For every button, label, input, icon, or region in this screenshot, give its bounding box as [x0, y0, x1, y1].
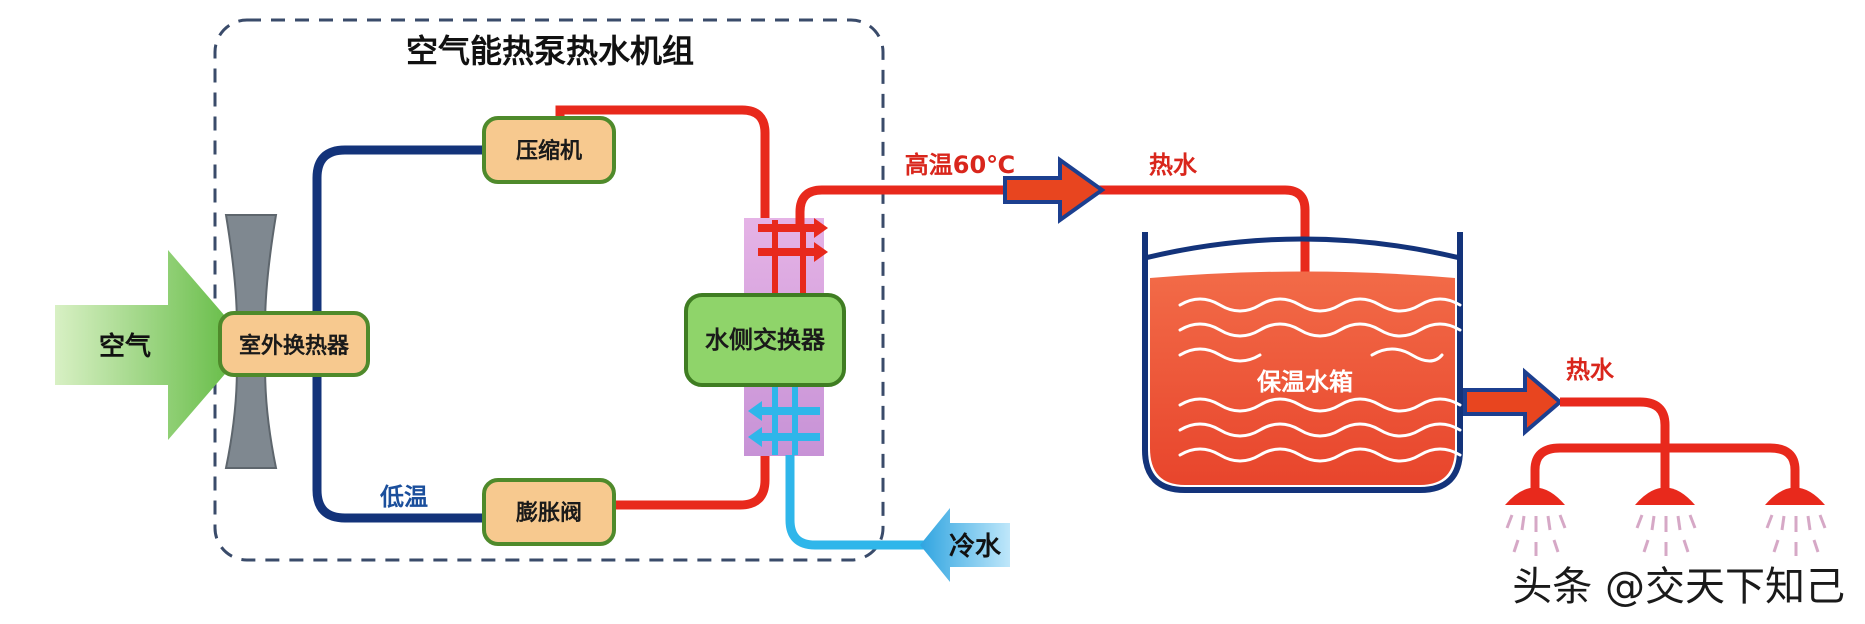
hot-water-out-label: 热水: [1566, 356, 1615, 384]
shower-head-icon: [1505, 487, 1567, 556]
hot-water-outlet-pipe: [795, 185, 1310, 285]
expansion-valve-box: [482, 478, 616, 546]
cold-flow-arrows: [748, 385, 820, 455]
watermark: 头条 @交天下知己: [1512, 564, 1845, 610]
unit-title: 空气能热泵热水机组: [406, 32, 694, 70]
expansion-valve-label: 膨胀阀: [515, 501, 582, 526]
tank-label: 保温水箱: [1256, 368, 1353, 396]
cold-water-inlet-pipe: [785, 455, 940, 550]
hot-water-top-label: 热水: [1149, 151, 1198, 179]
hot-water-arrow: [1003, 156, 1106, 224]
compressor-label: 压缩机: [516, 138, 582, 164]
outdoor-exchanger-label: 室外换热器: [239, 333, 350, 359]
outdoor-exchanger-box: [218, 311, 370, 377]
cold-water-label: 冷水: [949, 531, 1002, 562]
shower-head-icon: [1635, 487, 1697, 556]
air-arrow: [55, 250, 250, 440]
distribution-pipes: [1530, 397, 1800, 490]
tank-outlet-arrow: [1463, 367, 1564, 437]
compressor-box: [482, 116, 616, 184]
low-temp-label: 低温: [379, 483, 428, 511]
hot-refrigerant-pipe-top: [555, 105, 770, 222]
hot-flow-arrows: [758, 218, 828, 295]
unit-boundary: [213, 18, 885, 562]
water-waves: [1178, 297, 1462, 463]
water-exchanger-box: [684, 293, 846, 387]
high-temp-label: 高温60℃: [905, 151, 1015, 179]
tank-lid: [1144, 236, 1461, 261]
hot-refrigerant-pipe-bottom: [610, 385, 770, 510]
tank-wall: [1142, 232, 1463, 493]
water-exchanger-label: 水侧交换器: [705, 326, 826, 354]
air-label: 空气: [99, 331, 151, 362]
shower-head-icon: [1765, 487, 1827, 556]
cold-water-arrow: [920, 508, 1010, 582]
